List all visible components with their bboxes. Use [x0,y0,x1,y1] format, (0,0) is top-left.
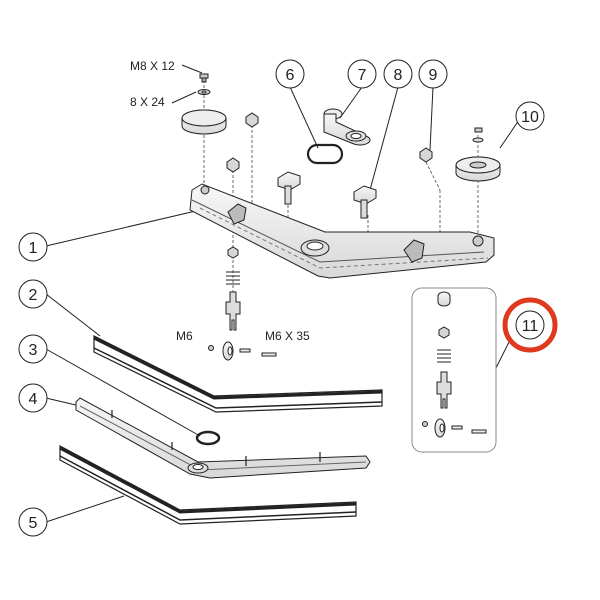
wheel-fork-assembly [208,246,277,361]
callout-7: 7 [347,59,377,89]
leader-line-9 [429,86,434,151]
frame-right-bracket [403,239,425,263]
callout-1-label: 1 [29,240,38,257]
label-m6x35: M6 X 35 [265,329,310,343]
callouts: 1 2 3 4 5 6 7 8 [18,59,558,537]
leader-line-4 [45,397,81,407]
callout-1: 1 [18,232,48,262]
left-knob-assembly [181,73,227,135]
callout-6-label: 6 [286,67,295,84]
callout-4-label: 4 [29,391,38,408]
callout-11: 11 [502,297,558,353]
callout-9-label: 9 [429,67,438,84]
front-blade-part-5 [59,445,357,525]
squeegee-frame [189,183,495,279]
leader-lines [45,64,520,523]
callout-3: 3 [18,334,48,364]
highlight-ring [502,297,558,353]
hose-connector-part-7 [323,108,371,146]
inset-fork-icon [436,371,452,409]
callout-2: 2 [18,279,48,309]
label-m8x12: M8 X 12 [130,59,175,73]
leader-line-11 [494,339,511,371]
callout-10: 10 [515,101,545,131]
leader-line-6 [289,86,319,149]
top-nuts [226,112,433,173]
dimension-labels: M8 X 12 8 X 24 M6 M6 X 35 [130,59,310,343]
callout-2-label: 2 [29,287,38,304]
callout-5-label: 5 [29,515,38,532]
frame-left-stud [200,185,210,195]
leader-line-10 [499,119,520,149]
lower-frame-part-4 [75,397,371,479]
callout-4: 4 [18,383,48,413]
leader-line-m8x12 [181,64,203,74]
inset-cap-icon [437,291,451,307]
inset-spring-icon [437,349,451,363]
callout-10-label: 10 [521,109,539,126]
callout-8: 8 [383,59,413,89]
assembly-axes [203,80,479,420]
inset-nut-icon [438,326,450,339]
nut-icon [245,112,259,128]
cap-knob-part-10 [455,127,501,182]
rear-blade-part-2 [93,335,383,413]
o-ring-part-6 [306,143,344,165]
leader-line-1 [45,209,201,247]
callout-11-label: 11 [522,318,539,335]
callout-7-label: 7 [358,67,367,84]
leader-line-5 [45,495,125,523]
callout-3-label: 3 [29,342,38,359]
label-m6: M6 [176,329,193,343]
nut-icon [419,147,433,163]
callout-9: 9 [418,59,448,89]
leader-line-2 [45,293,101,337]
callout-5: 5 [18,507,48,537]
t-knob-part-8 [277,171,377,219]
wheel-kit-inset [411,287,497,453]
label-washer-8x24: 8 X 24 [130,95,165,109]
frame-left-bracket [227,203,247,225]
spring-icon [226,271,240,285]
nut-icon [226,157,240,173]
nut-m6-icon [208,345,214,351]
o-ring-part-3 [195,430,221,446]
leader-line-washer [171,91,197,104]
leader-line-8 [369,86,399,191]
callout-8-label: 8 [394,67,403,84]
fork-icon [225,291,241,331]
bolt-m6x35-icon [261,352,277,357]
nut-icon [227,246,239,259]
leader-line-7 [339,86,363,119]
callout-6: 6 [275,59,305,89]
screw-m8x12-icon [199,73,209,79]
leader-line-3 [45,348,201,437]
frame-right-stud [472,235,484,247]
